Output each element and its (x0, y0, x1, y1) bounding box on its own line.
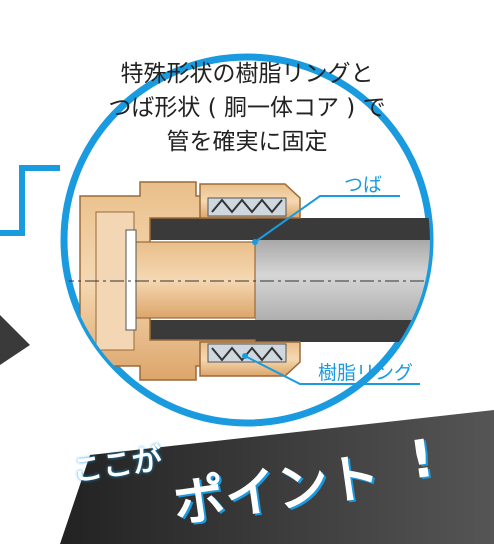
core-sleeve (134, 241, 256, 319)
pointer-line (0, 165, 60, 236)
label-tsuba: つば (344, 174, 383, 196)
fitting-cross-section (64, 181, 430, 381)
caption-line-1: 特殊形状の樹脂リングと (120, 61, 374, 87)
pipe-wall-top (150, 218, 430, 240)
resin-ring-top (207, 197, 287, 217)
pipe-wall-bottom (150, 320, 430, 342)
leader-tsuba (252, 195, 400, 245)
label-resin-ring: 樹脂リング (318, 362, 414, 384)
leader-resin-ring (242, 353, 420, 385)
end-seal (125, 229, 137, 331)
point-banner (60, 410, 494, 544)
arrow-tip (0, 315, 30, 365)
caption-line-3: 管を確実に固定 (166, 129, 328, 155)
caption-line-2: つば形状 ( 胴一体コア ) で (108, 95, 386, 121)
resin-ring-bottom (207, 343, 287, 363)
